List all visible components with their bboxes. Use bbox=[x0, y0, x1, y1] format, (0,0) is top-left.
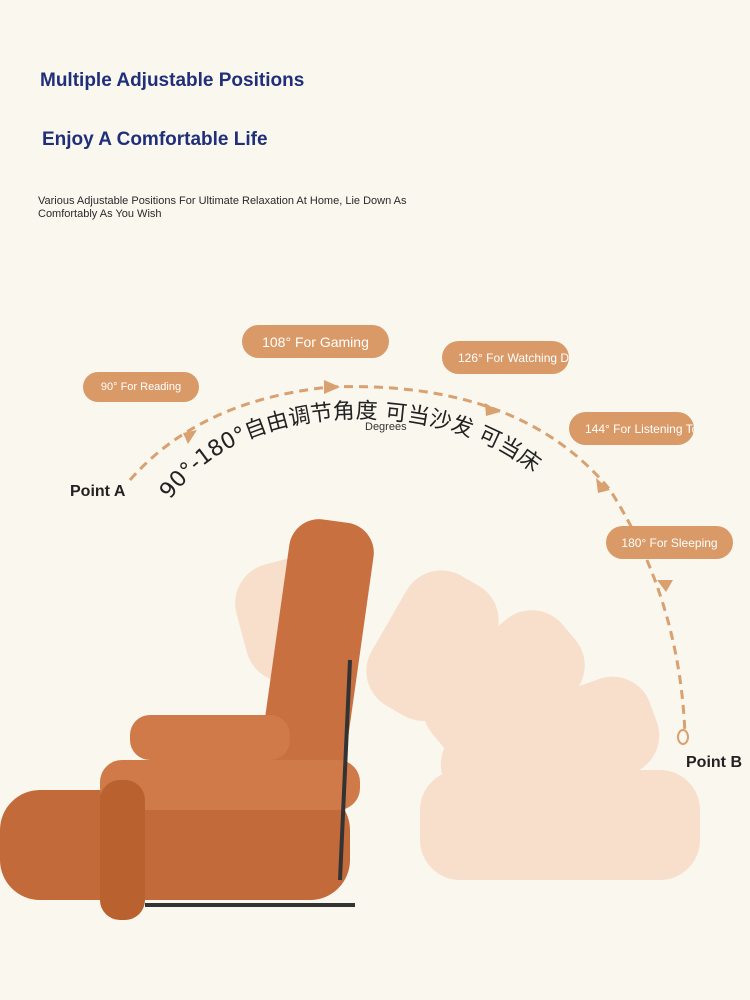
arrow-icon bbox=[657, 580, 673, 592]
end-marker bbox=[677, 729, 689, 745]
dashed-arc bbox=[128, 385, 687, 736]
arc-overlay-text: Degrees bbox=[365, 421, 407, 433]
point-b-label: Point B bbox=[686, 754, 742, 771]
chair-illustration bbox=[0, 519, 700, 920]
arrow-icon bbox=[324, 380, 340, 394]
description: Various Adjustable Positions For Ultimat… bbox=[38, 195, 407, 220]
position-pill-108: 108° For Gaming bbox=[242, 325, 389, 358]
subheadline: Enjoy A Comfortable Life bbox=[42, 129, 268, 150]
position-pill-90: 90° For Reading bbox=[83, 372, 199, 402]
position-pill-180: 180° For Sleeping bbox=[606, 526, 733, 559]
position-pill-126: 126° For Watching D bbox=[442, 341, 569, 374]
point-a-label: Point A bbox=[70, 483, 126, 500]
arrow-icon bbox=[183, 430, 197, 444]
position-pill-144: 144° For Listening To bbox=[569, 412, 694, 445]
arrow-icon bbox=[485, 403, 500, 416]
arrow-icon bbox=[596, 478, 610, 493]
headline: Multiple Adjustable Positions bbox=[40, 70, 305, 91]
